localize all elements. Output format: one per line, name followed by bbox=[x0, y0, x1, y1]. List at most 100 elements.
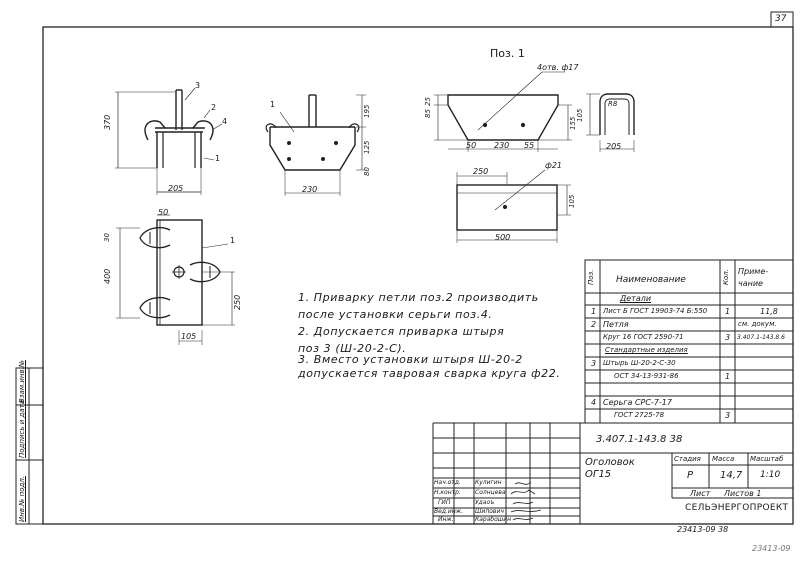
spec-header-qty: Кол. bbox=[722, 269, 730, 285]
dim-plan-105: 105 bbox=[181, 332, 197, 341]
side-stamp-frame bbox=[15, 367, 44, 525]
spec-section-standard: Стандартные изделия bbox=[605, 346, 688, 354]
side-stamp-inv-new: Взам.инв.№ bbox=[18, 359, 26, 403]
spec-row-qty: 3 bbox=[725, 411, 731, 420]
spec-row-name: ГОСТ 2725-78 bbox=[614, 411, 665, 419]
spec-section-details: Детали bbox=[620, 294, 652, 303]
dim-part1-230: 230 bbox=[494, 141, 510, 150]
title-block-grid bbox=[432, 422, 793, 524]
leader-2: 2 bbox=[211, 103, 217, 112]
dim-part2-205: 205 bbox=[606, 142, 622, 151]
dim-side-width: 230 bbox=[302, 185, 318, 194]
spec-row-qty: 1 bbox=[725, 372, 731, 381]
spec-row-pos: 2 bbox=[591, 320, 597, 329]
page-number: 37 bbox=[775, 14, 787, 24]
dim-part2-r: R8 bbox=[608, 100, 618, 108]
leader-4: 4 bbox=[222, 117, 228, 126]
leader-1-side: 1 bbox=[270, 100, 276, 109]
mass-label: Масса bbox=[712, 455, 735, 463]
dim-part2-105: 105 bbox=[576, 108, 584, 122]
spec-row-pos: 3 bbox=[591, 359, 597, 368]
leader-1-front: 1 bbox=[215, 154, 221, 163]
dim-plan-30: 30 bbox=[103, 233, 111, 242]
signature-role: Инж. bbox=[438, 516, 454, 523]
position-label: Поз. 1 bbox=[490, 47, 525, 60]
spec-row-qty: 1 bbox=[725, 307, 731, 316]
spec-row-name: Петля bbox=[603, 320, 629, 329]
spec-row-pos: 4 bbox=[591, 398, 597, 407]
spec-header-note: Приме- чание bbox=[738, 267, 769, 288]
sheet-label: Лист bbox=[690, 489, 711, 498]
dim-plan-250: 250 bbox=[233, 294, 242, 310]
signature-role: Вед.инж. bbox=[434, 508, 463, 515]
signature-marks bbox=[510, 481, 542, 521]
note-line: допускается тавровая сварка круга ф22. bbox=[298, 367, 561, 380]
part2-view bbox=[586, 93, 635, 152]
footer-number: 23413-09 38 bbox=[677, 525, 729, 534]
leader-1-plan: 1 bbox=[230, 236, 236, 245]
note-line: 3. Вместо установки штыря Ш-20-2 bbox=[298, 353, 523, 366]
part1-plan-view bbox=[456, 169, 571, 243]
note-line: поз 3 (Ш-20-2-С). bbox=[298, 342, 407, 355]
spec-row-note: 11,8 bbox=[760, 307, 778, 316]
dim-side-h2: 125 bbox=[363, 140, 371, 154]
dim-part1b-hole: ф21 bbox=[545, 161, 563, 170]
product-code: ОГ15 bbox=[585, 469, 612, 480]
scale-value: 1:10 bbox=[760, 470, 781, 480]
part1-view bbox=[434, 71, 572, 152]
dim-front-width: 205 bbox=[168, 184, 184, 193]
archive-stamp: 23413-09 bbox=[752, 544, 791, 553]
spec-row-pos: 1 bbox=[591, 307, 597, 316]
dim-plan-50: 50 bbox=[158, 208, 169, 217]
signature-name: Шипович bbox=[475, 508, 504, 515]
signature-role: ГИП bbox=[438, 499, 451, 506]
signature-role: Нач.отд. bbox=[434, 479, 461, 486]
spec-row-name: Штырь Ш-20-2-С-30 bbox=[603, 359, 676, 367]
signature-name: Карабошин bbox=[475, 516, 512, 523]
spec-row-note: см. докум. bbox=[738, 320, 777, 328]
plan-view bbox=[116, 214, 235, 345]
note-line: 1. Приварку петли поз.2 производить bbox=[298, 291, 539, 304]
spec-row-name: ОСТ 34-13-931-86 bbox=[614, 372, 679, 380]
dim-front-height: 370 bbox=[103, 114, 112, 130]
dim-part1-50: 50 bbox=[466, 141, 477, 150]
page-number-box bbox=[770, 11, 794, 28]
front-view bbox=[115, 87, 223, 195]
signature-role: Н.контр. bbox=[434, 489, 461, 496]
dim-part1-85: 85 bbox=[424, 109, 432, 118]
spec-row-name: Круг 16 ГОСТ 2590-71 bbox=[603, 333, 684, 341]
dim-part1-25: 25 bbox=[424, 97, 432, 106]
side-stamp-inv-orig: Инв.№ подл. bbox=[18, 475, 26, 522]
dim-part1b-250: 250 bbox=[473, 167, 489, 176]
spec-row-name: Серьга СРС-7-17 bbox=[603, 398, 672, 407]
side-view bbox=[265, 94, 366, 196]
mass-value: 14,7 bbox=[720, 470, 743, 481]
dim-side-h3: 80 bbox=[363, 167, 371, 176]
spec-header-pos: Поз. bbox=[587, 269, 595, 286]
stage-label: Стадия bbox=[674, 455, 701, 463]
dim-side-h1: 195 bbox=[363, 104, 371, 118]
doc-number: 3.407.1-143.8 38 bbox=[596, 434, 683, 445]
dim-plan-400: 400 bbox=[103, 268, 112, 284]
spec-row-name: Лист Б ГОСТ 19903-74 Б:550 bbox=[603, 307, 708, 315]
note-line: 2. Допускается приварка штыря bbox=[298, 325, 505, 338]
side-stamp-sign-date: Подпись и дата bbox=[18, 400, 26, 458]
dim-part1b-500: 500 bbox=[495, 233, 511, 242]
organization-name: СЕЛЬЭНЕРГОПРОЕКТ bbox=[685, 503, 789, 513]
signature-name: Солнцева bbox=[475, 489, 506, 496]
leader-3: 3 bbox=[195, 81, 201, 90]
dim-part1-55: 55 bbox=[524, 141, 535, 150]
spec-row-qty: 3 bbox=[725, 333, 731, 342]
dim-part1b-105: 105 bbox=[568, 194, 576, 208]
note-line: после установки серьги поз.4. bbox=[298, 308, 493, 321]
spec-header-name: Наименование bbox=[616, 275, 686, 285]
signature-name: Кулигин bbox=[475, 479, 502, 486]
signature-name: Удаоъ bbox=[475, 499, 495, 506]
dim-part1-hole: 4отв. ф17 bbox=[537, 63, 579, 72]
spec-row-note: 3.407.1-143.8.6 bbox=[737, 334, 785, 341]
product-name: Оголовок bbox=[585, 457, 635, 468]
stage-value: Р bbox=[687, 470, 694, 481]
scale-label: Масштаб bbox=[750, 455, 784, 463]
